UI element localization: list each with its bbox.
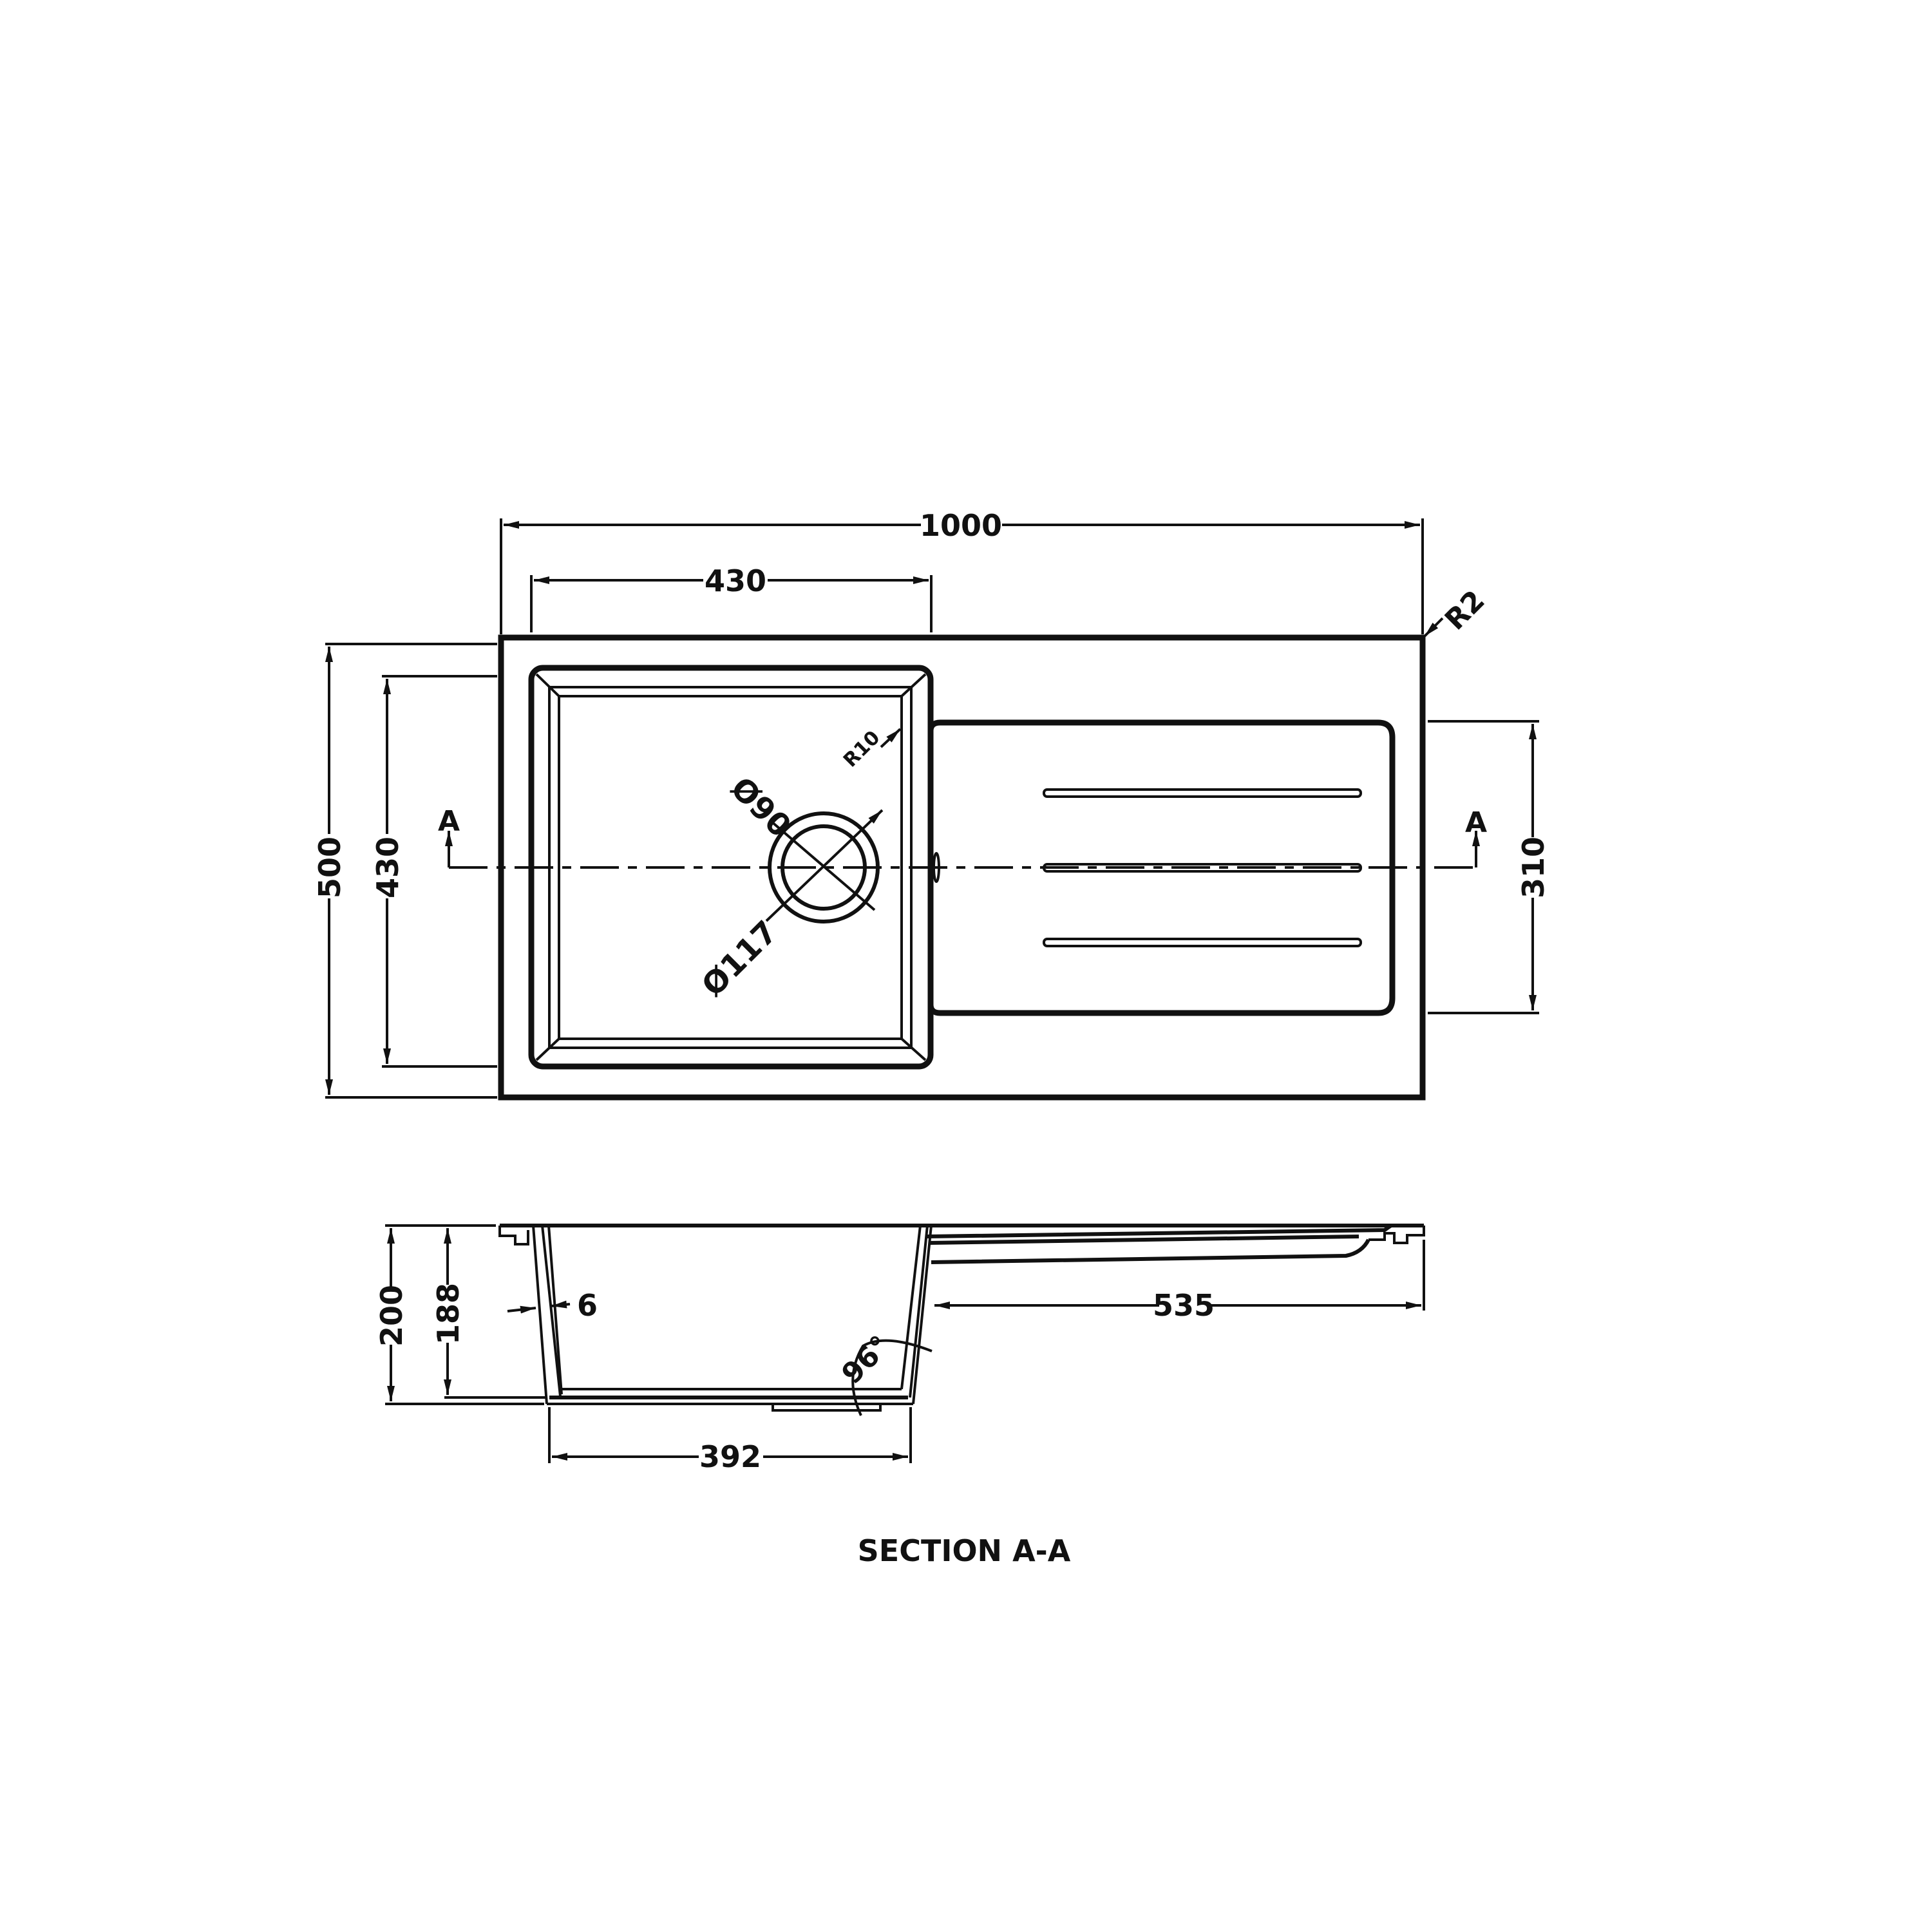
dimension-drainer-length: 535 — [934, 1240, 1425, 1323]
dimension-drainer-depth: 310 — [1428, 720, 1551, 1014]
dimension-outer-radius: R2 — [1423, 584, 1492, 638]
svg-text:200: 200 — [374, 1285, 409, 1347]
drain-stub — [772, 1403, 882, 1412]
drain-cross-line — [765, 809, 884, 922]
dimension-bowl-depth: 430 — [370, 675, 497, 1068]
svg-text:310: 310 — [1516, 837, 1551, 898]
plan-view: A A 1000 430 R2 R10 Ø90 — [312, 508, 1551, 1101]
drain-outer-diameter-label: Ø117 — [695, 914, 784, 1003]
right-flange — [1368, 1226, 1425, 1244]
svg-text:96°: 96° — [835, 1329, 896, 1390]
svg-text:R10: R10 — [839, 726, 885, 772]
left-wall — [532, 1225, 563, 1405]
dimension-overall-width: 1000 — [500, 508, 1424, 634]
section-view: 200 188 6 392 535 — [374, 1224, 1425, 1568]
svg-text:1000: 1000 — [920, 508, 1002, 543]
dimension-bowl-width: 430 — [530, 564, 933, 632]
dimension-overall-height: 200 — [374, 1224, 544, 1405]
dimension-wall-thickness: 6 — [507, 1288, 598, 1323]
svg-text:6: 6 — [577, 1288, 598, 1323]
section-marker-left: A — [438, 805, 460, 838]
svg-text:392: 392 — [699, 1439, 761, 1474]
svg-text:500: 500 — [312, 837, 347, 898]
drainer-top-profile — [927, 1224, 1392, 1238]
bowl-corner-chamfers — [535, 673, 927, 1061]
right-wall — [900, 1225, 933, 1405]
svg-text:R2: R2 — [1439, 584, 1492, 637]
svg-text:188: 188 — [431, 1283, 466, 1345]
bowl-inner-floor — [558, 695, 903, 1040]
svg-text:430: 430 — [370, 837, 405, 898]
dimension-base-width: 392 — [548, 1407, 912, 1474]
section-marker-right: A — [1465, 806, 1487, 839]
left-flange — [498, 1226, 529, 1245]
drainer-underside — [931, 1238, 1370, 1264]
dimension-overall-depth: 500 — [312, 643, 497, 1099]
dimension-bowl-depth-section: 188 — [431, 1228, 547, 1399]
svg-text:430: 430 — [705, 564, 766, 598]
section-title: SECTION A-A — [858, 1533, 1071, 1568]
dimension-bowl-radius: R10 — [839, 726, 902, 772]
svg-text:535: 535 — [1153, 1288, 1215, 1323]
